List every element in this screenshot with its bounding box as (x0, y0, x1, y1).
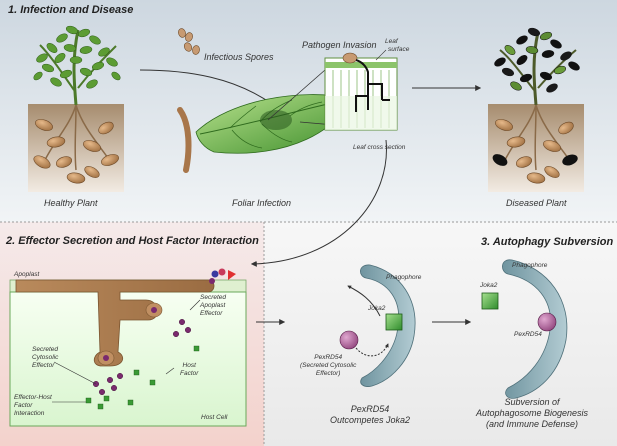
foliar-infection-label: Foliar Infection (232, 198, 292, 208)
leaf-surface-label-line2: surface (388, 46, 410, 53)
phagophore-a (360, 264, 416, 387)
phagophore-label-b: Phagophore (512, 262, 548, 269)
panel-1-heading: 1. Infection and Disease (8, 4, 134, 16)
panel-3-heading: 3. Autophagy Subversion (481, 236, 614, 248)
joka2-label-b: Joka2 (480, 282, 498, 289)
diseased-plant (488, 27, 584, 192)
leaf-surface-label-line1: Leaf (385, 38, 398, 45)
host-cell-diagram (9, 268, 247, 427)
joka2-protein-b (481, 292, 499, 310)
host-factor-label: Host Factor (180, 362, 199, 377)
outcompete-caption: PexRD54 Outcompetes Joka2 (329, 404, 411, 425)
pexrd54-protein-a (339, 330, 359, 350)
pexrd54-label-a: PexRD54 (Secreted Cytosolic Effector) (300, 354, 357, 377)
phagophore-b (502, 259, 568, 399)
diseased-plant-label: Diseased Plant (506, 198, 567, 208)
infectious-spores (178, 28, 200, 55)
arrow-joka2-displaced (347, 285, 381, 317)
healthy-plant (28, 25, 124, 192)
arrow-to-panel-2 (250, 139, 387, 267)
panel-2-heading: 2. Effector Secretion and Host Factor In… (6, 235, 259, 247)
leaf-cross-section-label: Leaf cross section (353, 144, 406, 151)
secreted-apoplast-effector-label: Secreted Apoplast Effector (200, 294, 227, 317)
joka2-protein-a (385, 313, 403, 331)
arrow-healthy-to-leaf (139, 69, 273, 105)
leaf-cross-section (267, 49, 398, 131)
host-cell-label: Host Cell (201, 414, 228, 421)
effector-host-interaction-label: Effector-Host Factor Interaction (14, 394, 52, 417)
secreted-cytosolic-effector-label: Secreted Cytosolic Effector (32, 346, 59, 369)
healthy-plant-label: Healthy Plant (44, 198, 98, 208)
joka2-label-a: Joka2 (368, 305, 386, 312)
pexrd54-protein-b (537, 312, 557, 332)
arrow-pexrd54-binds (355, 343, 389, 357)
pathogen-invasion-label: Pathogen Invasion (302, 40, 377, 50)
phagophore-label-a: Phagophore (386, 274, 422, 281)
infectious-spores-label: Infectious Spores (204, 52, 274, 62)
subversion-caption: Subversion of Autophagosome Biogenesis (… (475, 397, 589, 429)
pexrd54-label-b: PexRD54 (514, 331, 542, 338)
apoplast-label: Apoplast (14, 271, 40, 278)
